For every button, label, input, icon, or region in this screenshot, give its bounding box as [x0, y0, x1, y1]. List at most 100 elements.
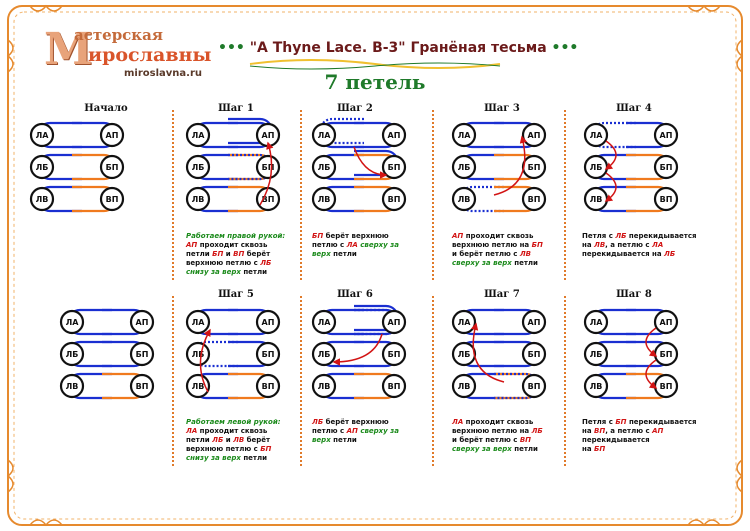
move-arrow — [199, 328, 211, 393]
move-arrow — [332, 333, 383, 366]
right-2-finger — [381, 186, 407, 212]
left-1-label: ЛБ — [458, 163, 471, 172]
left-1-finger — [311, 154, 337, 180]
right-0-finger — [521, 309, 547, 335]
left-0-finger — [185, 122, 211, 148]
right-0-label: АП — [528, 131, 541, 140]
right-1-label: БП — [262, 163, 275, 172]
right-1-label: БП — [136, 350, 149, 359]
right-1-label: БП — [660, 163, 673, 172]
left-1-label: ЛБ — [192, 163, 205, 172]
separator — [432, 110, 434, 280]
left-1-label: ЛБ — [318, 163, 331, 172]
left-2-finger — [451, 186, 477, 212]
step-title-6: Шаг 6 — [337, 289, 373, 300]
right-2-label: ВП — [262, 195, 275, 204]
right-1-label: БП — [528, 350, 541, 359]
left-0-label: ЛА — [192, 131, 206, 140]
left-0-label: ЛА — [66, 318, 80, 327]
left-2-label: ЛВ — [318, 195, 331, 204]
left-0-label: ЛА — [36, 131, 50, 140]
workshop-logo: М астерская ирославны miroslavna.ru — [44, 22, 214, 82]
move-arrow — [353, 146, 388, 179]
right-1-finger — [255, 341, 281, 367]
right-0-finger — [129, 309, 155, 335]
right-2-label: ВП — [106, 195, 119, 204]
separator — [300, 296, 302, 466]
left-0-label: ЛА — [318, 131, 332, 140]
right-0-finger — [381, 309, 407, 335]
left-2-finger — [451, 373, 477, 399]
left-2-label: ЛВ — [590, 382, 603, 391]
right-0-label: АП — [660, 131, 673, 140]
right-0-finger — [653, 309, 679, 335]
left-1-finger — [451, 154, 477, 180]
left-2-label: ЛВ — [318, 382, 331, 391]
right-0-label: АП — [136, 318, 149, 327]
left-1-label: ЛБ — [458, 350, 471, 359]
right-2-finger — [653, 186, 679, 212]
step-title-1: Шаг 1 — [218, 103, 254, 114]
step-1-description: Работаем правой рукой: АП проходит сквоз… — [186, 232, 286, 276]
right-2-label: ВП — [528, 195, 541, 204]
right-1-finger — [381, 154, 407, 180]
left-2-label: ЛВ — [458, 382, 471, 391]
left-0-label: ЛА — [458, 131, 472, 140]
left-1-label: ЛБ — [318, 350, 331, 359]
step-title-4: Шаг 4 — [616, 103, 652, 114]
left-1-finger — [583, 341, 609, 367]
separator — [564, 296, 566, 466]
left-2-label: ЛВ — [192, 195, 205, 204]
separator — [432, 296, 434, 466]
right-2-finger — [255, 373, 281, 399]
left-2-label: ЛВ — [66, 382, 79, 391]
right-0-label: АП — [106, 131, 119, 140]
page-title: ••• "A Thyne Lace. B-3" Гранёная тесьма … — [218, 40, 578, 56]
right-2-label: ВП — [388, 382, 401, 391]
separator — [300, 110, 302, 280]
right-0-finger — [99, 122, 125, 148]
step-5-description: Работаем левой рукой: ЛА проходит сквозь… — [186, 418, 281, 462]
left-1-label: ЛБ — [66, 350, 79, 359]
step-7-description: ЛА проходит сквозь верхнюю петлю на ЛБ и… — [452, 418, 543, 453]
left-0-finger — [29, 122, 55, 148]
move-arrow — [493, 135, 528, 196]
right-0-finger — [653, 122, 679, 148]
page-subtitle: 7 петель — [324, 70, 426, 94]
left-0-finger — [583, 309, 609, 335]
move-arrow — [259, 141, 274, 206]
right-0-label: АП — [660, 318, 673, 327]
right-2-finger — [99, 186, 125, 212]
right-1-finger — [521, 154, 547, 180]
right-0-label: АП — [262, 131, 275, 140]
left-1-label: ЛБ — [192, 350, 205, 359]
left-0-finger — [311, 122, 337, 148]
separator — [172, 296, 174, 466]
title-dots-left: ••• — [218, 40, 245, 56]
left-2-finger — [59, 373, 85, 399]
title-dots-right: ••• — [551, 40, 579, 56]
right-2-finger — [521, 373, 547, 399]
separator — [564, 110, 566, 280]
step-4-description: Петля с ЛБ перекидывается на ЛВ, а петлю… — [582, 232, 697, 258]
border-ornament — [6, 4, 744, 527]
right-1-label: БП — [106, 163, 119, 172]
step-title-2: Шаг 2 — [337, 103, 373, 114]
move-arrow — [470, 322, 505, 383]
left-2-finger — [29, 186, 55, 212]
title-text: "A Thyne Lace. B-3" Гранёная тесьма — [249, 40, 547, 56]
logo-site: miroslavna.ru — [124, 68, 203, 79]
right-0-label: АП — [262, 318, 275, 327]
step-title-start: Начало — [84, 103, 128, 114]
left-0-finger — [311, 309, 337, 335]
right-1-label: БП — [528, 163, 541, 172]
left-0-label: ЛА — [458, 318, 472, 327]
left-0-label: ЛА — [318, 318, 332, 327]
right-1-label: БП — [660, 350, 673, 359]
left-1-finger — [29, 154, 55, 180]
right-1-finger — [381, 341, 407, 367]
right-2-label: ВП — [136, 382, 149, 391]
right-1-finger — [653, 154, 679, 180]
